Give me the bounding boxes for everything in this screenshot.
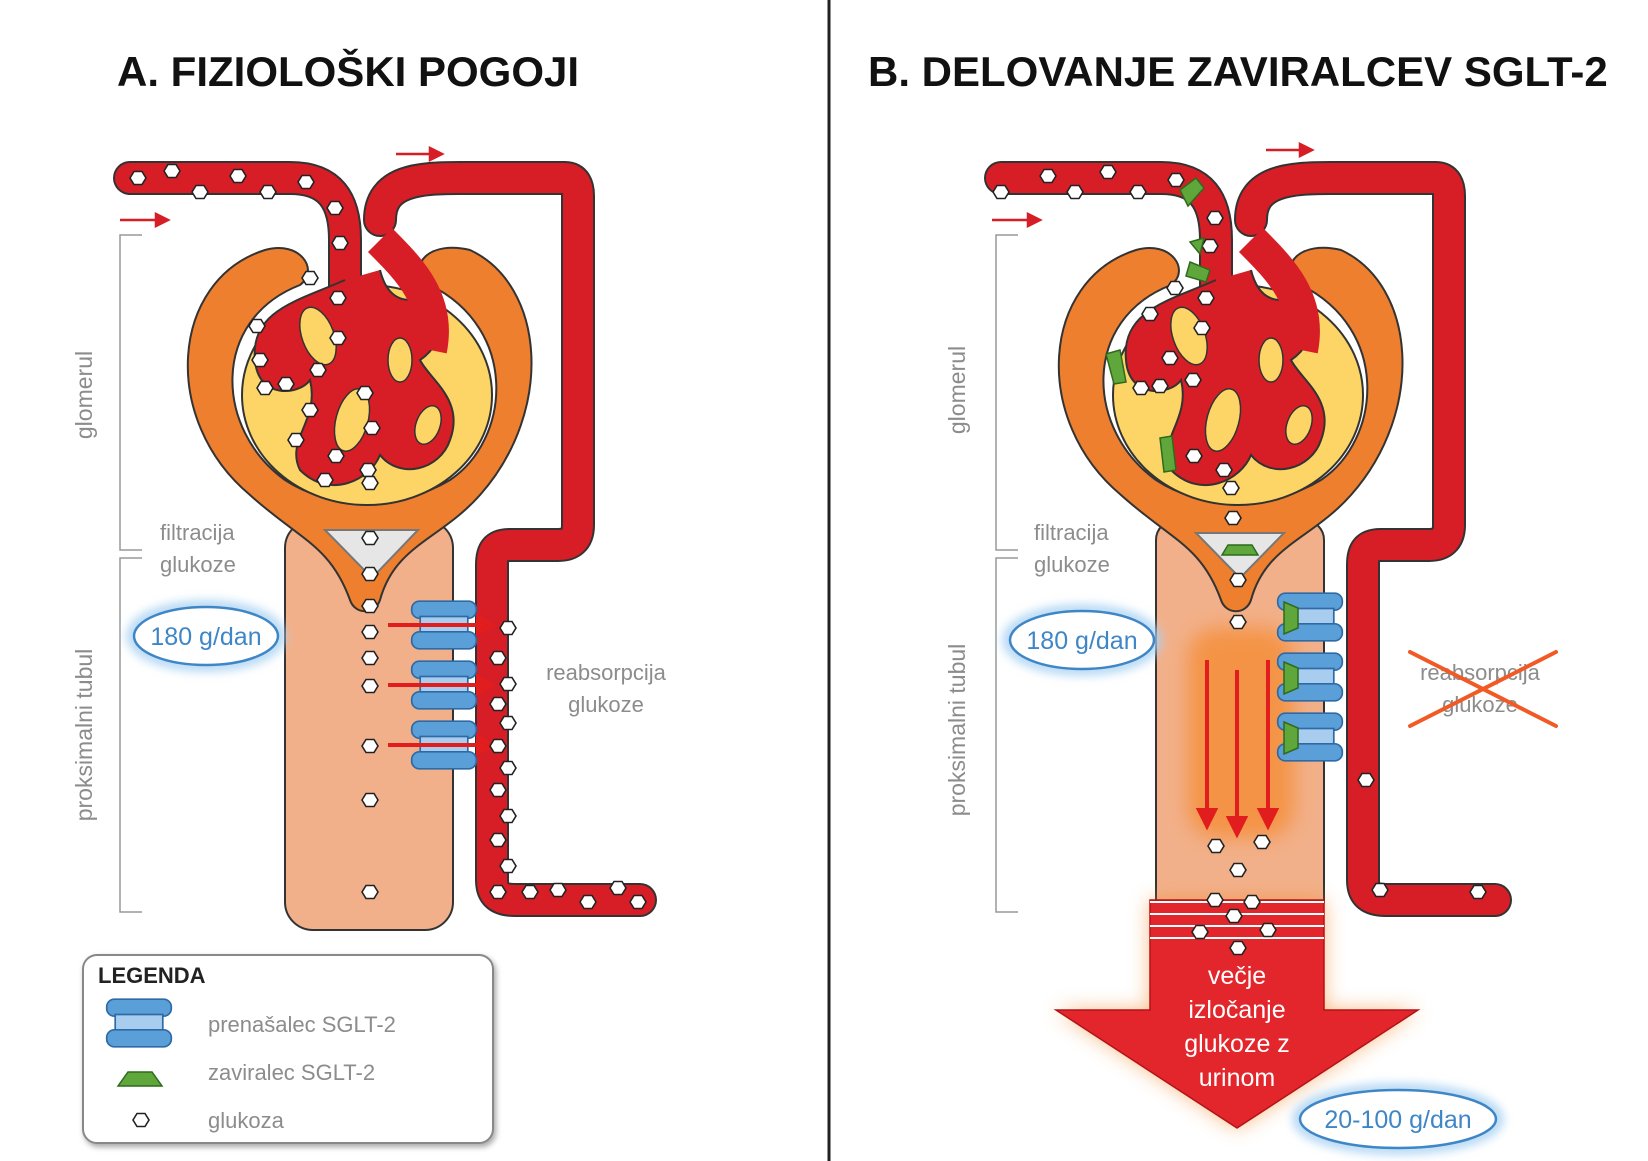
filtration-rate: 180 g/dan [150,623,261,651]
excretion-text-3: glukoze z [1184,1030,1290,1058]
excretion-rate: 20-100 g/dan [1324,1106,1471,1134]
filtration-rate-badge [1008,609,1156,671]
glucose-icon [132,1112,150,1128]
reabsorption-label-2: glukoze [568,692,644,717]
legend-label-transporter: prenašalec SGLT-2 [208,1012,396,1037]
filtration-label-2: glukoze [160,552,236,577]
bowman-capsule [186,246,533,613]
legend-box [82,954,494,1144]
tubul-label: proksimalni tubul [71,649,97,822]
sglt2-transporter-icon [105,998,173,1048]
reabsorption-arrows [388,613,497,757]
sglt2-inhibitor-icon [116,1071,164,1087]
glomerul-bracket [119,234,142,551]
excretion-text-2: izločanje [1188,996,1285,1024]
filtration-rate: 180 g/dan [1026,627,1137,655]
flow-arrows [992,141,1315,229]
filtration-funnel [322,529,421,580]
legend-title: LEGENDA [98,963,206,988]
legend: LEGENDA prenašalec SGLT-2 zaviralec SGLT… [82,954,494,1144]
reabsorption-label-1: reabsorpcija [546,660,667,685]
excretion-arrow [1053,899,1421,1129]
blocked-transporters [1276,592,1344,762]
filtration-label-1: filtracija [160,520,235,545]
excretion-text-1: večje [1208,962,1266,990]
efferent-arteriole [1236,163,1510,915]
reabsorption-blocked-cross [1408,650,1558,728]
bowman-capsule [1057,246,1404,613]
tubul-label: proksimalni tubul [944,644,970,817]
filtration-label-2: glukoze [1034,552,1110,577]
glomerul-label: glomerul [944,346,970,434]
excretion-text-4: urinom [1199,1064,1275,1092]
panel-b-title: B. DELOVANJE ZAVIRALCEV SGLT-2 [868,48,1608,95]
tubul-bracket [995,557,1018,913]
efferent-arteriole [365,163,655,915]
panel-a: A. FIZIOLOŠKI POGOJI glomerul proksimaln… [71,47,667,931]
legend-label-inhibitor: zaviralec SGLT-2 [208,1060,375,1085]
legend-label-glucose: glukoza [208,1108,285,1133]
afferent-arteriole [986,163,1231,305]
excretion-rate-badge [1298,1088,1498,1150]
sglt2-inhibitors [1105,176,1211,473]
filtration-rate-badge [132,605,280,667]
sglt2-inhibitor [1220,544,1260,556]
panel-b: B. DELOVANJE ZAVIRALCEV SGLT-2 glomerul … [868,48,1608,1154]
glomerular-tuft [1124,227,1326,487]
glomerul-bracket [995,234,1018,551]
glomerular-tuft [253,227,455,487]
glomerul-label: glomerul [71,351,97,439]
downward-arrows [1195,660,1280,839]
tubul-bracket [119,557,142,913]
panel-a-title: A. FIZIOLOŠKI POGOJI [117,47,579,95]
afferent-arteriole [115,163,360,305]
filtration-label-1: filtracija [1034,520,1109,545]
reabsorption-label-1: reabsorpcija [1420,660,1541,685]
flow-arrows [120,145,445,229]
